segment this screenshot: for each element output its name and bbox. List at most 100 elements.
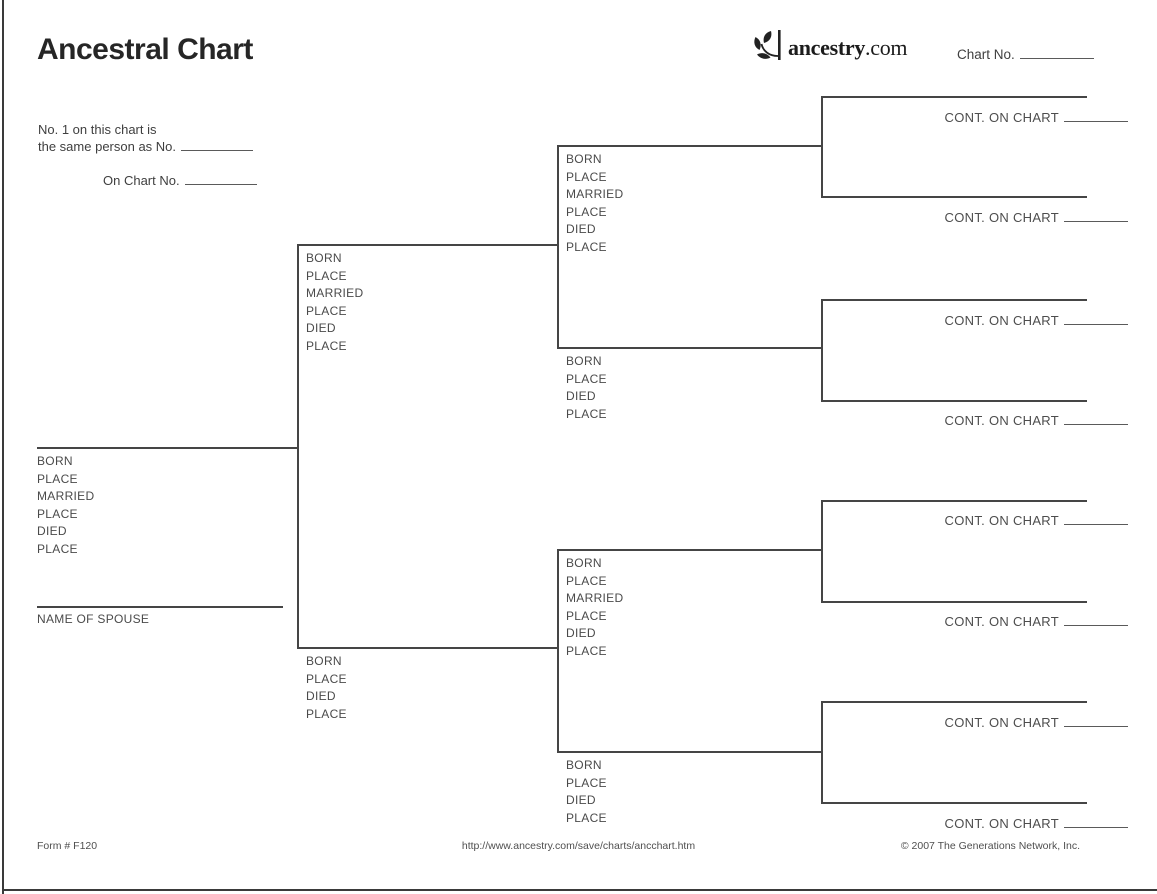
cont-chart-blank xyxy=(1064,313,1128,325)
cont-on-chart-slot-2: CONT. ON CHART xyxy=(945,210,1128,225)
brand-tld: .com xyxy=(865,34,908,60)
same-person-label: the same person as No. xyxy=(38,139,177,154)
page-border-bottom xyxy=(2,889,1157,891)
cont-on-chart-label: CONT. ON CHART xyxy=(944,313,1059,328)
on-chart-no-blank xyxy=(184,173,257,185)
place-label: PLACE xyxy=(37,506,78,521)
place-label: PLACE xyxy=(566,204,607,219)
cont-on-chart-slot-5: CONT. ON CHART xyxy=(945,513,1128,528)
place-label: PLACE xyxy=(566,169,607,184)
page-border-left xyxy=(2,0,4,894)
cont-on-chart-label: CONT. ON CHART xyxy=(944,816,1059,831)
place-label: PLACE xyxy=(566,643,607,658)
gen4-connector-line-2 xyxy=(821,299,823,402)
cont-on-chart-label: CONT. ON CHART xyxy=(944,413,1059,428)
cont-on-chart-slot-6: CONT. ON CHART xyxy=(945,614,1128,629)
cont-chart-blank xyxy=(1064,513,1128,525)
cont-on-chart-label: CONT. ON CHART xyxy=(944,210,1059,225)
greatgrandparent3-name-line xyxy=(822,299,1087,301)
greatgrandparent2-name-line xyxy=(822,196,1087,198)
maternal-grandmother-name-line xyxy=(558,751,823,753)
name-of-spouse-label: NAME OF SPOUSE xyxy=(37,612,150,626)
maternal-grandmother-field-labels: BORN PLACE DIED PLACE xyxy=(566,757,607,827)
gen4-connector-line-4 xyxy=(821,701,823,804)
father-name-line xyxy=(298,244,559,246)
died-label: DIED xyxy=(306,689,336,704)
married-label: MARRIED xyxy=(566,187,624,202)
place-label: PLACE xyxy=(566,775,607,790)
greatgrandparent1-name-line xyxy=(822,96,1087,98)
cont-chart-blank xyxy=(1064,210,1128,222)
identity-note-line2: the same person as No. xyxy=(38,139,254,154)
place-label: PLACE xyxy=(566,371,607,386)
married-label: MARRIED xyxy=(566,591,624,606)
greatgrandparent7-name-line xyxy=(822,701,1087,703)
cont-on-chart-slot-8: CONT. ON CHART xyxy=(945,816,1128,831)
born-label: BORN xyxy=(566,758,602,772)
paternal-grandmother-field-labels: BORN PLACE DIED PLACE xyxy=(566,353,607,423)
died-label: DIED xyxy=(37,524,67,539)
cont-on-chart-slot-4: CONT. ON CHART xyxy=(945,413,1128,428)
paternal-grandfather-name-line xyxy=(558,145,823,147)
cont-chart-blank xyxy=(1064,614,1128,626)
cont-on-chart-label: CONT. ON CHART xyxy=(944,614,1059,629)
born-label: BORN xyxy=(306,251,342,265)
same-person-blank xyxy=(181,139,254,151)
identity-note-line3: On Chart No. xyxy=(103,173,257,188)
cont-on-chart-slot-7: CONT. ON CHART xyxy=(945,715,1128,730)
cont-on-chart-label: CONT. ON CHART xyxy=(944,715,1059,730)
spouse-name-line xyxy=(37,606,283,608)
mother-field-labels: BORN PLACE DIED PLACE xyxy=(306,653,347,723)
form-number: Form # F120 xyxy=(37,840,98,852)
gen4-connector-line-3 xyxy=(821,500,823,603)
place-label: PLACE xyxy=(566,406,607,421)
place-label: PLACE xyxy=(306,706,347,721)
cont-on-chart-label: CONT. ON CHART xyxy=(944,513,1059,528)
died-label: DIED xyxy=(566,626,596,641)
mother-name-line xyxy=(298,647,559,649)
brand-wordmark: ancestry.com xyxy=(788,34,908,61)
greatgrandparent8-name-line xyxy=(822,802,1087,804)
born-label: BORN xyxy=(566,556,602,570)
father-field-labels: BORN PLACE MARRIED PLACE DIED PLACE xyxy=(306,250,363,356)
maternal-grandfather-name-line xyxy=(558,549,823,551)
brand-name: ancestry xyxy=(788,34,866,60)
maternal-grandfather-field-labels: BORN PLACE MARRIED PLACE DIED PLACE xyxy=(566,555,623,661)
greatgrandparent4-name-line xyxy=(822,400,1087,402)
married-label: MARRIED xyxy=(37,489,95,504)
place-label: PLACE xyxy=(566,573,607,588)
cont-on-chart-slot-1: CONT. ON CHART xyxy=(945,110,1128,125)
died-label: DIED xyxy=(566,389,596,404)
cont-chart-blank xyxy=(1064,110,1128,122)
footer-url: http://www.ancestry.com/save/charts/ancc… xyxy=(461,840,696,852)
chart-no-field: Chart No. xyxy=(957,47,1094,62)
on-chart-no-label: On Chart No. xyxy=(103,173,180,188)
paternal-gen3-connector-line xyxy=(557,145,559,349)
place-label: PLACE xyxy=(566,239,607,254)
paternal-grandfather-field-labels: BORN PLACE MARRIED PLACE DIED PLACE xyxy=(566,151,623,257)
place-label: PLACE xyxy=(306,303,347,318)
greatgrandparent5-name-line xyxy=(822,500,1087,502)
born-label: BORN xyxy=(37,454,73,468)
cont-chart-blank xyxy=(1064,715,1128,727)
chart-no-blank xyxy=(1019,47,1094,59)
cont-on-chart-label: CONT. ON CHART xyxy=(944,110,1059,125)
born-label: BORN xyxy=(566,152,602,166)
place-label: PLACE xyxy=(306,338,347,353)
born-label: BORN xyxy=(566,354,602,368)
gen2-connector-line xyxy=(297,244,299,649)
person1-name-line xyxy=(37,447,298,449)
cont-chart-blank xyxy=(1064,413,1128,425)
place-label: PLACE xyxy=(37,471,78,486)
place-label: PLACE xyxy=(37,541,78,556)
cont-on-chart-slot-3: CONT. ON CHART xyxy=(945,313,1128,328)
ancestry-logo: ancestry.com xyxy=(752,28,908,67)
place-label: PLACE xyxy=(566,608,607,623)
gen4-connector-line-1 xyxy=(821,96,823,198)
greatgrandparent6-name-line xyxy=(822,601,1087,603)
cont-chart-blank xyxy=(1064,816,1128,828)
identity-note-line1: No. 1 on this chart is xyxy=(38,122,157,137)
died-label: DIED xyxy=(566,222,596,237)
chart-no-label: Chart No. xyxy=(957,47,1015,62)
